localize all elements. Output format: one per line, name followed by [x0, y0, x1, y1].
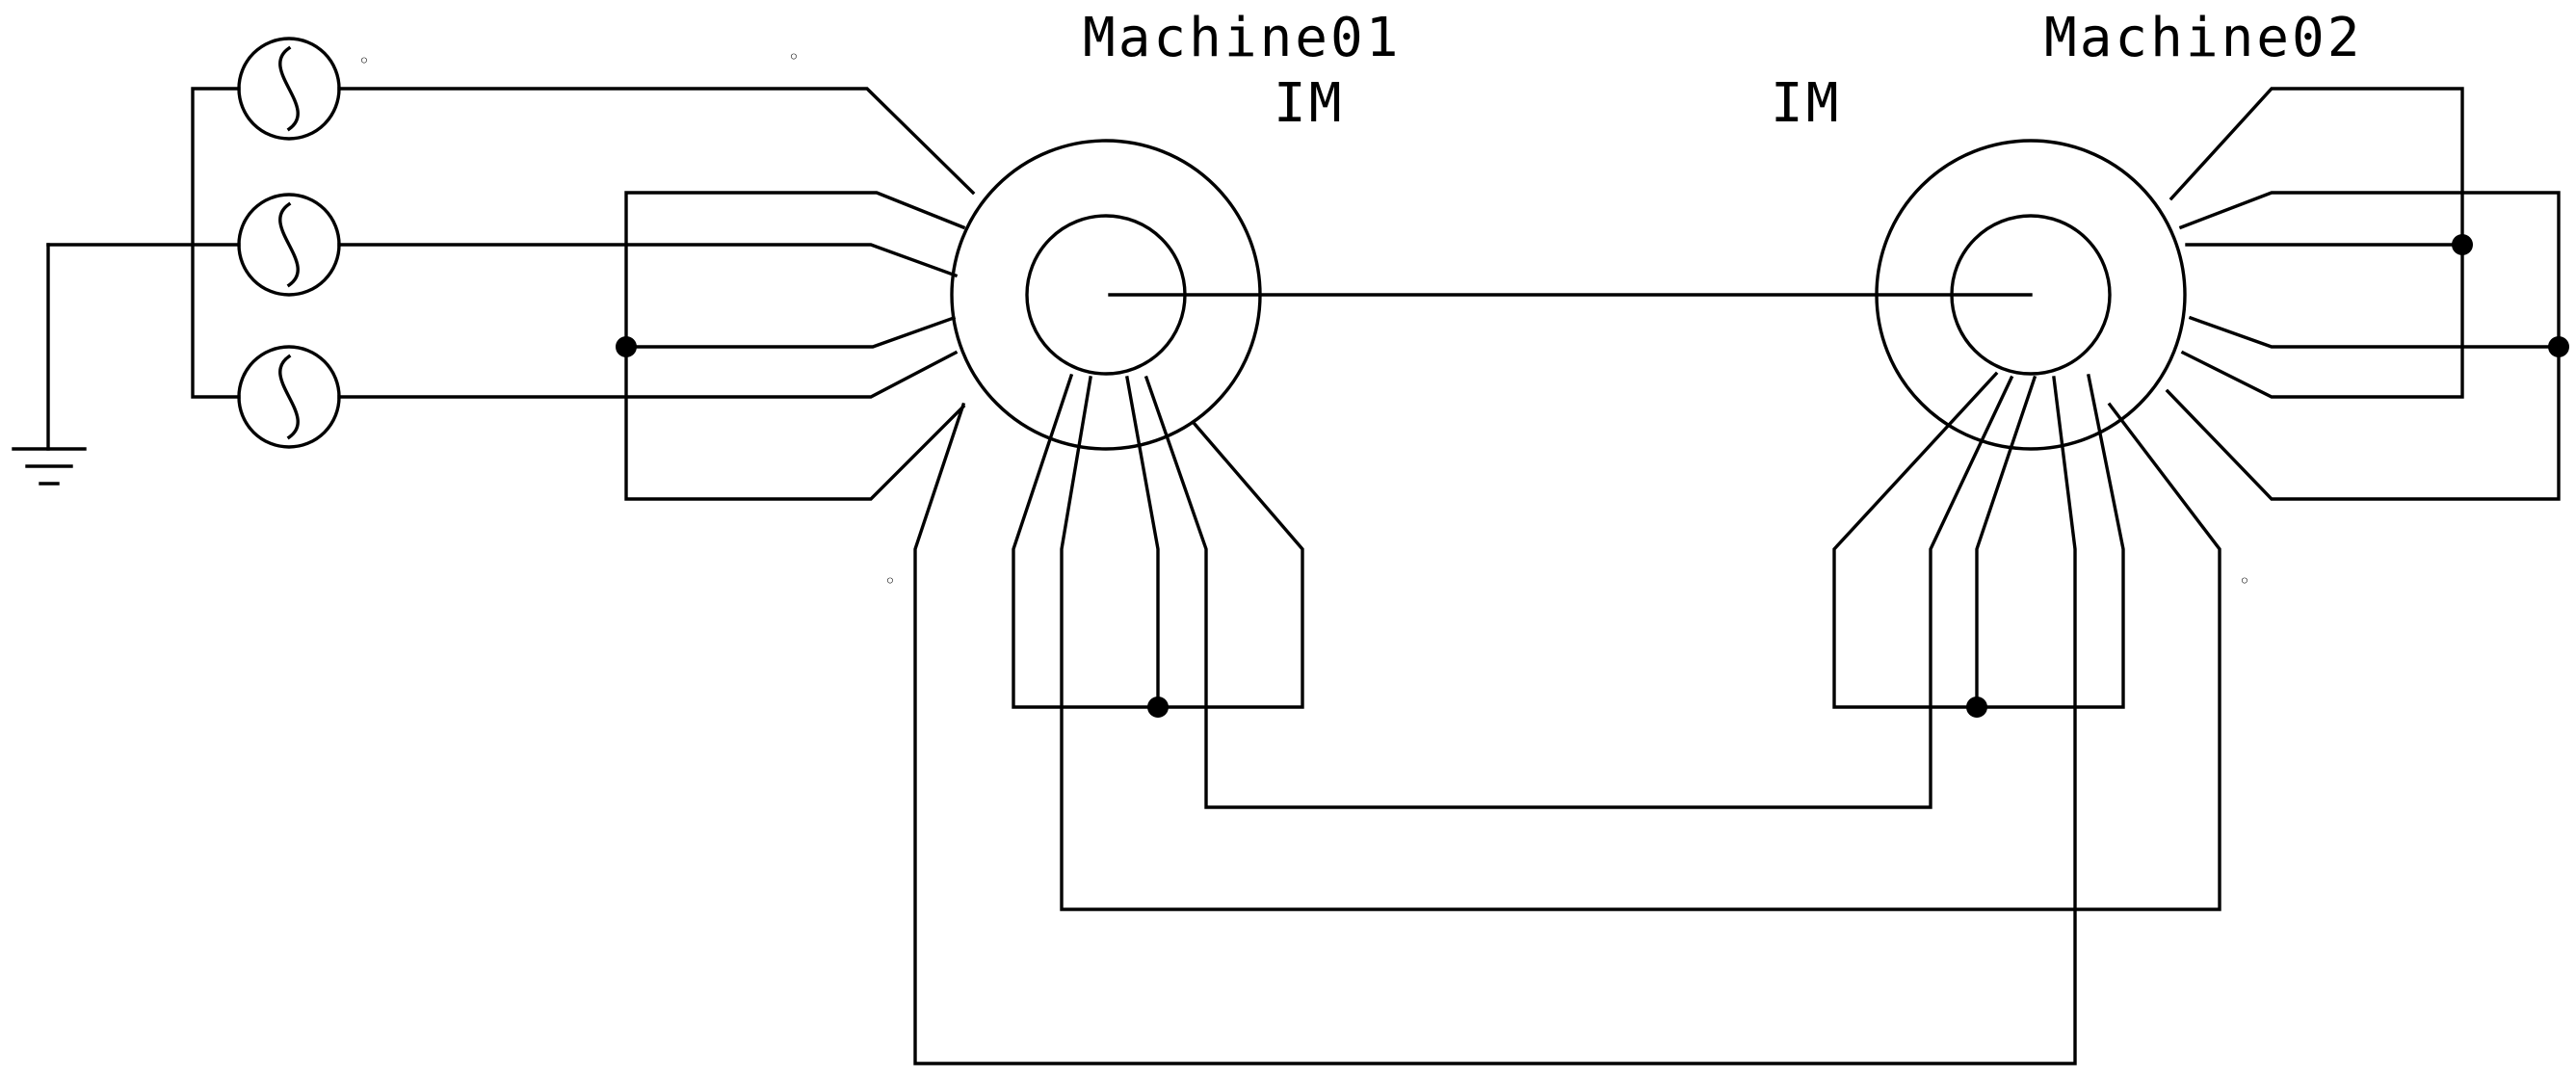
junction-dot	[1147, 696, 1169, 718]
machine01-type-label: IM	[1274, 72, 1344, 135]
terminal-marker: ◦	[884, 569, 896, 592]
machine02-name-label: Machine02	[2044, 7, 2362, 69]
rotor-link-middle	[1060, 376, 2221, 911]
machine02-stator-loop-outer	[2169, 87, 2464, 399]
ac-source-phase-b	[237, 193, 341, 297]
source-c-to-stator	[337, 350, 959, 399]
junction-dot	[1966, 696, 1987, 718]
machine02-type-label: IM	[1771, 72, 1841, 135]
terminal-marker: ◦	[788, 45, 800, 68]
source-a-to-stator	[337, 87, 976, 196]
ac-source-phase-c	[237, 345, 341, 449]
source-neutral-bus	[191, 87, 241, 399]
ac-source-phase-a	[237, 37, 341, 141]
machine01-name-label: Machine01	[1083, 7, 1401, 69]
junction-dot	[616, 336, 637, 357]
terminal-marker: ◦	[2239, 569, 2250, 592]
terminal-marker: ◦	[358, 49, 370, 72]
rotor-link-outer	[913, 376, 2077, 1065]
junction-dot	[2452, 234, 2473, 255]
ground-symbol	[12, 243, 87, 486]
source-b-to-stator	[337, 243, 959, 278]
junction-dot	[2548, 336, 2569, 357]
rotor-link-inner	[1143, 375, 2014, 809]
